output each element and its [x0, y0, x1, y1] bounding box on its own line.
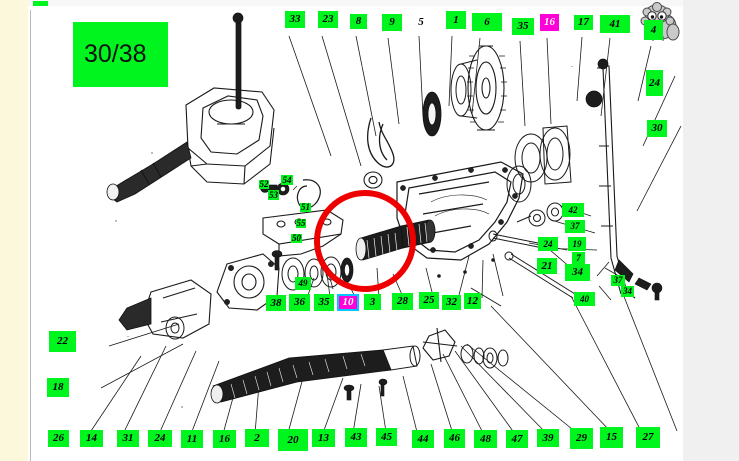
part-tag-36[interactable]: 36 [289, 294, 310, 311]
part-tag-37[interactable]: 37 [565, 220, 585, 233]
part-tag-19[interactable]: 19 [568, 237, 586, 251]
part-tag-35[interactable]: 35 [512, 18, 534, 35]
part-tag-40[interactable]: 40 [574, 292, 595, 306]
part-tag-38[interactable]: 38 [266, 295, 286, 311]
part-tag-15[interactable]: 15 [600, 427, 623, 448]
part-tag-37[interactable]: 37 [611, 275, 625, 286]
part-tag-24[interactable]: 24 [148, 430, 172, 447]
part-tag-17[interactable]: 17 [574, 15, 593, 30]
part-tag-16[interactable]: 16 [213, 430, 236, 448]
part-tag-48[interactable]: 48 [474, 430, 497, 448]
part-tag-53[interactable]: 53 [268, 189, 279, 200]
part-tag-51[interactable]: 51 [300, 202, 311, 212]
part-tag-43[interactable]: 43 [345, 428, 367, 447]
figure-caption-box[interactable]: 30/38 [73, 22, 168, 87]
part-tag-23[interactable]: 23 [318, 11, 338, 28]
part-tag-5[interactable]: 5 [418, 16, 424, 28]
page-top-strip [28, 0, 683, 6]
parts-diagram-svg [87, 12, 682, 435]
part-tag-46[interactable]: 46 [444, 429, 465, 448]
page-right-panel [683, 0, 739, 461]
part-tag-9[interactable]: 9 [382, 14, 402, 31]
part-tag-7[interactable]: 7 [572, 252, 585, 264]
part-tag-22[interactable]: 22 [49, 331, 76, 352]
part-tag-25[interactable]: 25 [419, 292, 439, 309]
part-tag-4[interactable]: 4 [644, 20, 663, 40]
part-tag-45[interactable]: 45 [376, 428, 397, 446]
part-tag-42[interactable]: 42 [562, 203, 584, 217]
part-tag-32[interactable]: 32 [442, 295, 461, 310]
part-tag-14[interactable]: 14 [80, 430, 103, 447]
part-tag-33[interactable]: 33 [285, 11, 305, 28]
part-tag-31[interactable]: 31 [117, 430, 139, 447]
part-tag-11[interactable]: 11 [181, 430, 203, 448]
part-tag-24[interactable]: 24 [646, 70, 663, 96]
part-tag-6[interactable]: 6 [472, 13, 502, 31]
part-tag-21[interactable]: 21 [537, 258, 557, 274]
part-tag-3[interactable]: 3 [364, 294, 381, 310]
part-tag-20[interactable]: 20 [278, 429, 308, 451]
part-tag-54[interactable]: 54 [281, 174, 293, 185]
part-tag-49[interactable]: 49 [295, 277, 311, 290]
page-left-rule [30, 10, 31, 461]
part-tag-30[interactable]: 30 [647, 120, 667, 137]
part-tag-26[interactable]: 26 [48, 430, 69, 447]
red-ellipse-highlight[interactable] [314, 190, 416, 292]
part-tag-13[interactable]: 13 [312, 429, 335, 447]
part-tag-34[interactable]: 34 [565, 264, 590, 281]
part-tag-44[interactable]: 44 [412, 430, 434, 448]
part-tag-28[interactable]: 28 [392, 293, 413, 310]
part-tag-27[interactable]: 27 [636, 427, 660, 448]
part-tag-47[interactable]: 47 [506, 430, 528, 448]
part-tag-16[interactable]: 16 [540, 14, 559, 31]
part-tag-35[interactable]: 35 [314, 294, 334, 311]
part-tag-1[interactable]: 1 [446, 11, 466, 29]
part-tag-29[interactable]: 29 [570, 428, 593, 449]
part-tag-10[interactable]: 10 [337, 294, 359, 311]
part-tag-50[interactable]: 50 [291, 233, 302, 243]
part-tag-55[interactable]: 55 [296, 218, 306, 228]
page-left-margin [0, 0, 28, 461]
figure-caption-text: 30/38 [84, 40, 147, 68]
part-tag-8[interactable]: 8 [350, 14, 367, 29]
part-tag-24[interactable]: 24 [538, 237, 558, 251]
part-tag-2[interactable]: 2 [245, 429, 269, 447]
part-tag-34[interactable]: 34 [621, 286, 634, 297]
part-tag-39[interactable]: 39 [537, 429, 559, 447]
part-tag-18[interactable]: 18 [47, 378, 69, 397]
part-tag-12[interactable]: 12 [464, 293, 481, 309]
part-tag-52[interactable]: 52 [259, 179, 269, 189]
part-tag-41[interactable]: 41 [600, 15, 630, 33]
